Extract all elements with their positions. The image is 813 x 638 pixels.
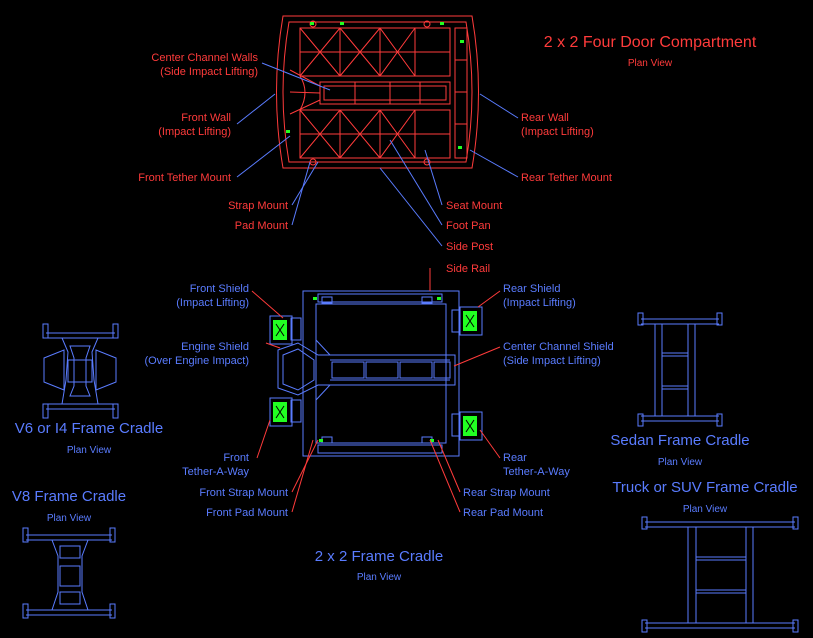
label-rear-pad-mount: Rear Pad Mount (463, 507, 543, 519)
label-seat-mount: Seat Mount (446, 200, 502, 212)
label-center-walls-sub: (Side Impact Lifting) (160, 66, 258, 78)
label-foot-pan: Foot Pan (446, 220, 491, 232)
label-front-tether-sub: Tether-A-Way (182, 466, 249, 478)
label-front-wall: Front Wall (181, 112, 231, 124)
label-rear-tether: Rear (503, 452, 527, 464)
cradle-leaders (251, 268, 501, 513)
v8-title: V8 Frame Cradle (12, 488, 126, 505)
compartment-title: 2 x 2 Four Door Compartment (544, 34, 757, 51)
label-strap-mount: Strap Mount (228, 200, 288, 212)
sedan-subtitle: Plan View (658, 457, 703, 468)
label-side-post: Side Post (446, 241, 493, 253)
compartment-mounts (286, 22, 464, 149)
compartment-subtitle: Plan View (628, 58, 673, 69)
v8-subtitle: Plan View (47, 513, 92, 524)
v6-subtitle: Plan View (67, 445, 112, 456)
cradle-title: 2 x 2 Frame Cradle (315, 548, 443, 565)
v6-title: V6 or I4 Frame Cradle (15, 420, 163, 437)
label-front-shield: Front Shield (190, 283, 249, 295)
label-pad-mount: Pad Mount (235, 220, 288, 232)
label-rear-shield-sub: (Impact Lifting) (503, 297, 576, 309)
label-front-wall-sub: (Impact Lifting) (158, 126, 231, 138)
label-front-strap-mount: Front Strap Mount (199, 487, 288, 499)
label-rear-tether-mount: Rear Tether Mount (521, 172, 612, 184)
label-rear-wall: Rear Wall (521, 112, 569, 124)
compartment-labels: Center Channel Walls (Side Impact Liftin… (138, 34, 757, 253)
label-rear-shield: Rear Shield (503, 283, 560, 295)
label-rear-tether-sub: Tether-A-Way (503, 466, 570, 478)
sedan-cradle-drawing (637, 312, 723, 427)
truck-cradle-drawing (641, 516, 799, 633)
label-front-shield-sub: (Impact Lifting) (176, 297, 249, 309)
frame-cradle (269, 290, 483, 457)
sedan-title: Sedan Frame Cradle (610, 432, 749, 449)
label-front-tether: Front (223, 452, 249, 464)
cradle-labels: Side Rail Front Shield (Impact Lifting) … (144, 263, 613, 583)
label-center-channel-shield: Center Channel Shield (503, 341, 614, 353)
cradle-mount-detail (275, 314, 475, 433)
v8-cradle-drawing (22, 527, 116, 619)
compartment-leaders (236, 62, 519, 247)
label-side-rail: Side Rail (446, 263, 490, 275)
truck-subtitle: Plan View (683, 504, 728, 515)
label-rear-strap-mount: Rear Strap Mount (463, 487, 550, 499)
label-engine-shield: Engine Shield (181, 341, 249, 353)
label-center-channel-shield-sub: (Side Impact Lifting) (503, 355, 601, 367)
cradle-subtitle: Plan View (357, 572, 402, 583)
label-front-pad-mount: Front Pad Mount (206, 507, 288, 519)
truck-title: Truck or SUV Frame Cradle (612, 479, 797, 496)
label-center-walls: Center Channel Walls (151, 52, 258, 64)
label-front-tether-mount: Front Tether Mount (138, 172, 231, 184)
label-rear-wall-sub: (Impact Lifting) (521, 126, 594, 138)
label-engine-shield-sub: (Over Engine Impact) (144, 355, 249, 367)
v6-cradle-drawing (42, 323, 119, 419)
four-door-compartment (276, 15, 479, 169)
